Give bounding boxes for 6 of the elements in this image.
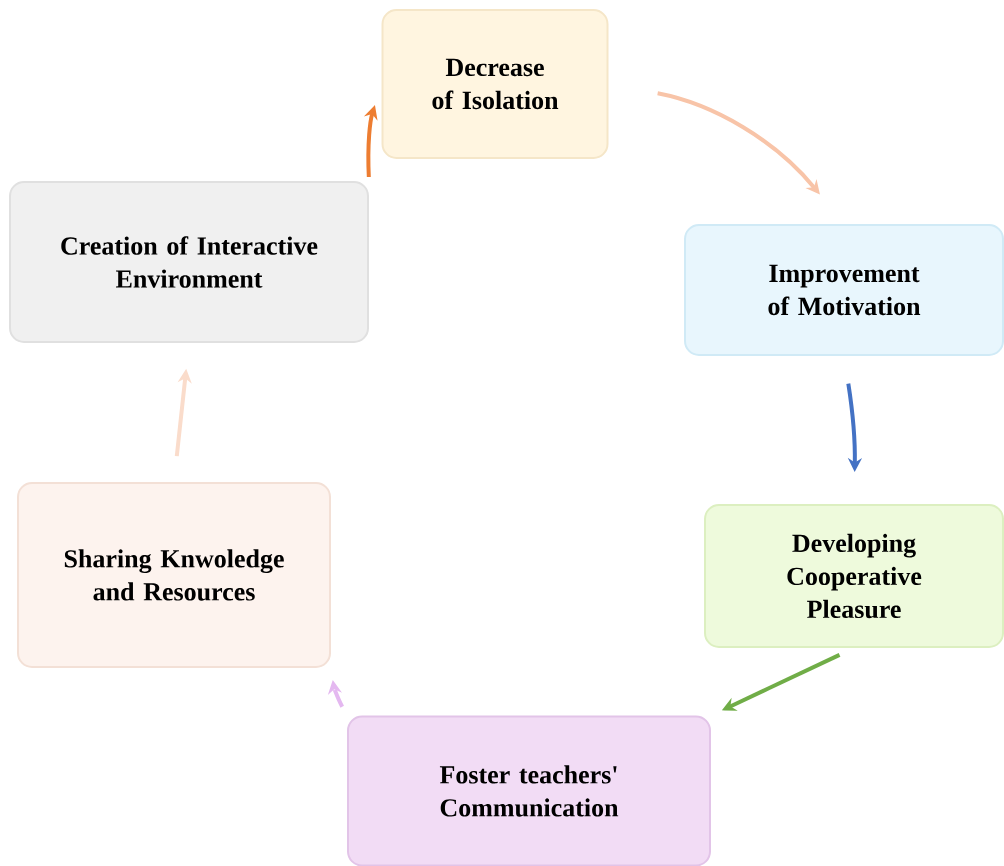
process-box: Developing Cooperative Pleasure	[704, 504, 1004, 648]
process-box: Creation of Interactive Environment	[9, 181, 369, 343]
process-box: Decrease of Isolation	[381, 9, 609, 159]
process-box: Foster teachers' Communication	[347, 715, 711, 866]
process-box: Sharing Knwoledge and Resources	[17, 482, 331, 668]
process-box: Improvement of Motivation	[684, 224, 1004, 356]
